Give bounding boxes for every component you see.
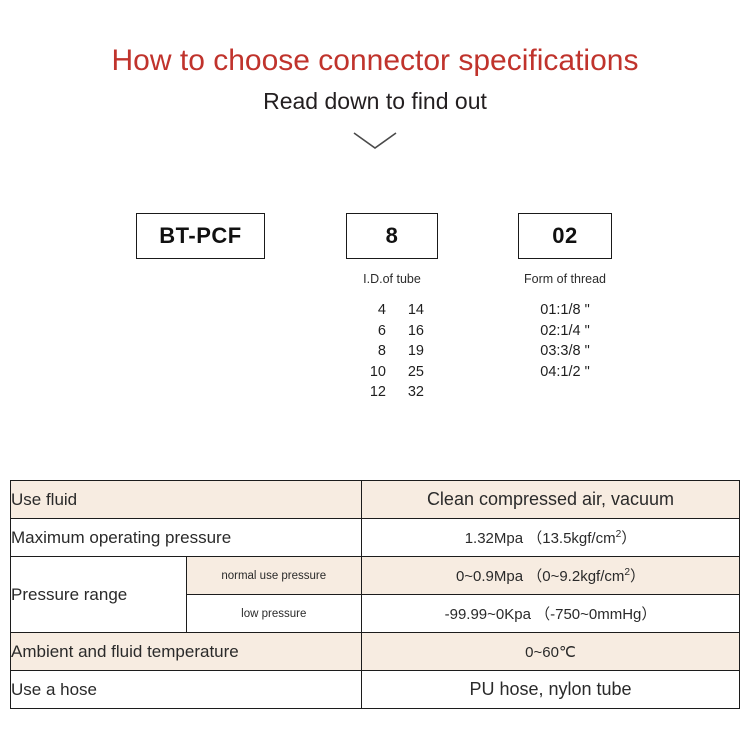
caption-thread-form: Form of thread [524, 272, 606, 286]
page-title: How to choose connector specifications [111, 44, 639, 77]
legend-thread-item: 02:1/4 " [540, 322, 590, 339]
legend-tube-id: 4 14 6 16 8 19 10 25 12 32 [346, 300, 438, 403]
legend-row: 6 16 [346, 321, 438, 342]
legend-tube-id-col1: 4 [377, 302, 386, 318]
row-value: Clean compressed air, vacuum [361, 480, 740, 519]
legend-thread-item: 03:3/8 " [540, 343, 590, 359]
legend-tube-id-col1: 10 [369, 363, 386, 380]
legend-thread-item: 01:1/8 " [540, 302, 590, 318]
chevron-down-icon [353, 132, 397, 150]
table-row: low pressure-99.99~0Kpa （-750~0mmHg） [11, 594, 740, 633]
row-label: Ambient and fluid temperature [10, 632, 362, 671]
code-box-thread-form[interactable]: 02 [518, 213, 612, 259]
page-header: How to choose connector specifications R… [0, 0, 750, 114]
code-box-series[interactable]: BT-PCF [136, 213, 265, 259]
row-value: 0~60℃ [361, 632, 740, 671]
legend-row: 12 32 [346, 382, 438, 403]
legend-tube-id-col2: 32 [407, 384, 424, 400]
page-subtitle: Read down to find out [263, 88, 487, 114]
legend-row: 10 25 [346, 362, 438, 383]
chevron-down-icon-wrap [0, 130, 750, 156]
row-value: PU hose, nylon tube [361, 670, 740, 709]
legend-row: 8 19 [346, 341, 438, 362]
row-label: Maximum operating pressure [10, 518, 362, 557]
legend-tube-id-col1: 8 [377, 343, 386, 359]
row-value: 0~0.9Mpa （0~9.2kgf/cm2） [361, 556, 740, 595]
row-value: -99.99~0Kpa （-750~0mmHg） [361, 594, 740, 633]
code-box-tube-id[interactable]: 8 [346, 213, 438, 259]
legend-row: 4 14 [346, 300, 438, 321]
legend-tube-id-col2: 19 [407, 343, 424, 359]
part-number-breakdown: BT-PCF 8 02 [0, 213, 750, 261]
row-label: Pressure range [10, 556, 187, 633]
legend-tube-id-col2: 16 [407, 322, 424, 339]
legend-tube-id-col2: 25 [407, 363, 424, 380]
row-sublabel: normal use pressure [185, 556, 362, 595]
legend-thread-form: 01:1/8 " 02:1/4 " 03:3/8 " 04:1/2 " [506, 300, 624, 382]
row-sublabel: low pressure [185, 594, 362, 633]
legend-tube-id-col1: 6 [377, 322, 386, 339]
legend-thread-item: 04:1/2 " [540, 363, 590, 380]
legend-tube-id-col2: 14 [407, 302, 424, 318]
row-value: 1.32Mpa （13.5kgf/cm2） [361, 518, 740, 557]
legend-tube-id-col1: 12 [369, 384, 386, 400]
row-label: Use a hose [10, 670, 362, 709]
caption-tube-id: I.D.of tube [363, 272, 421, 286]
row-label: Use fluid [10, 480, 362, 519]
